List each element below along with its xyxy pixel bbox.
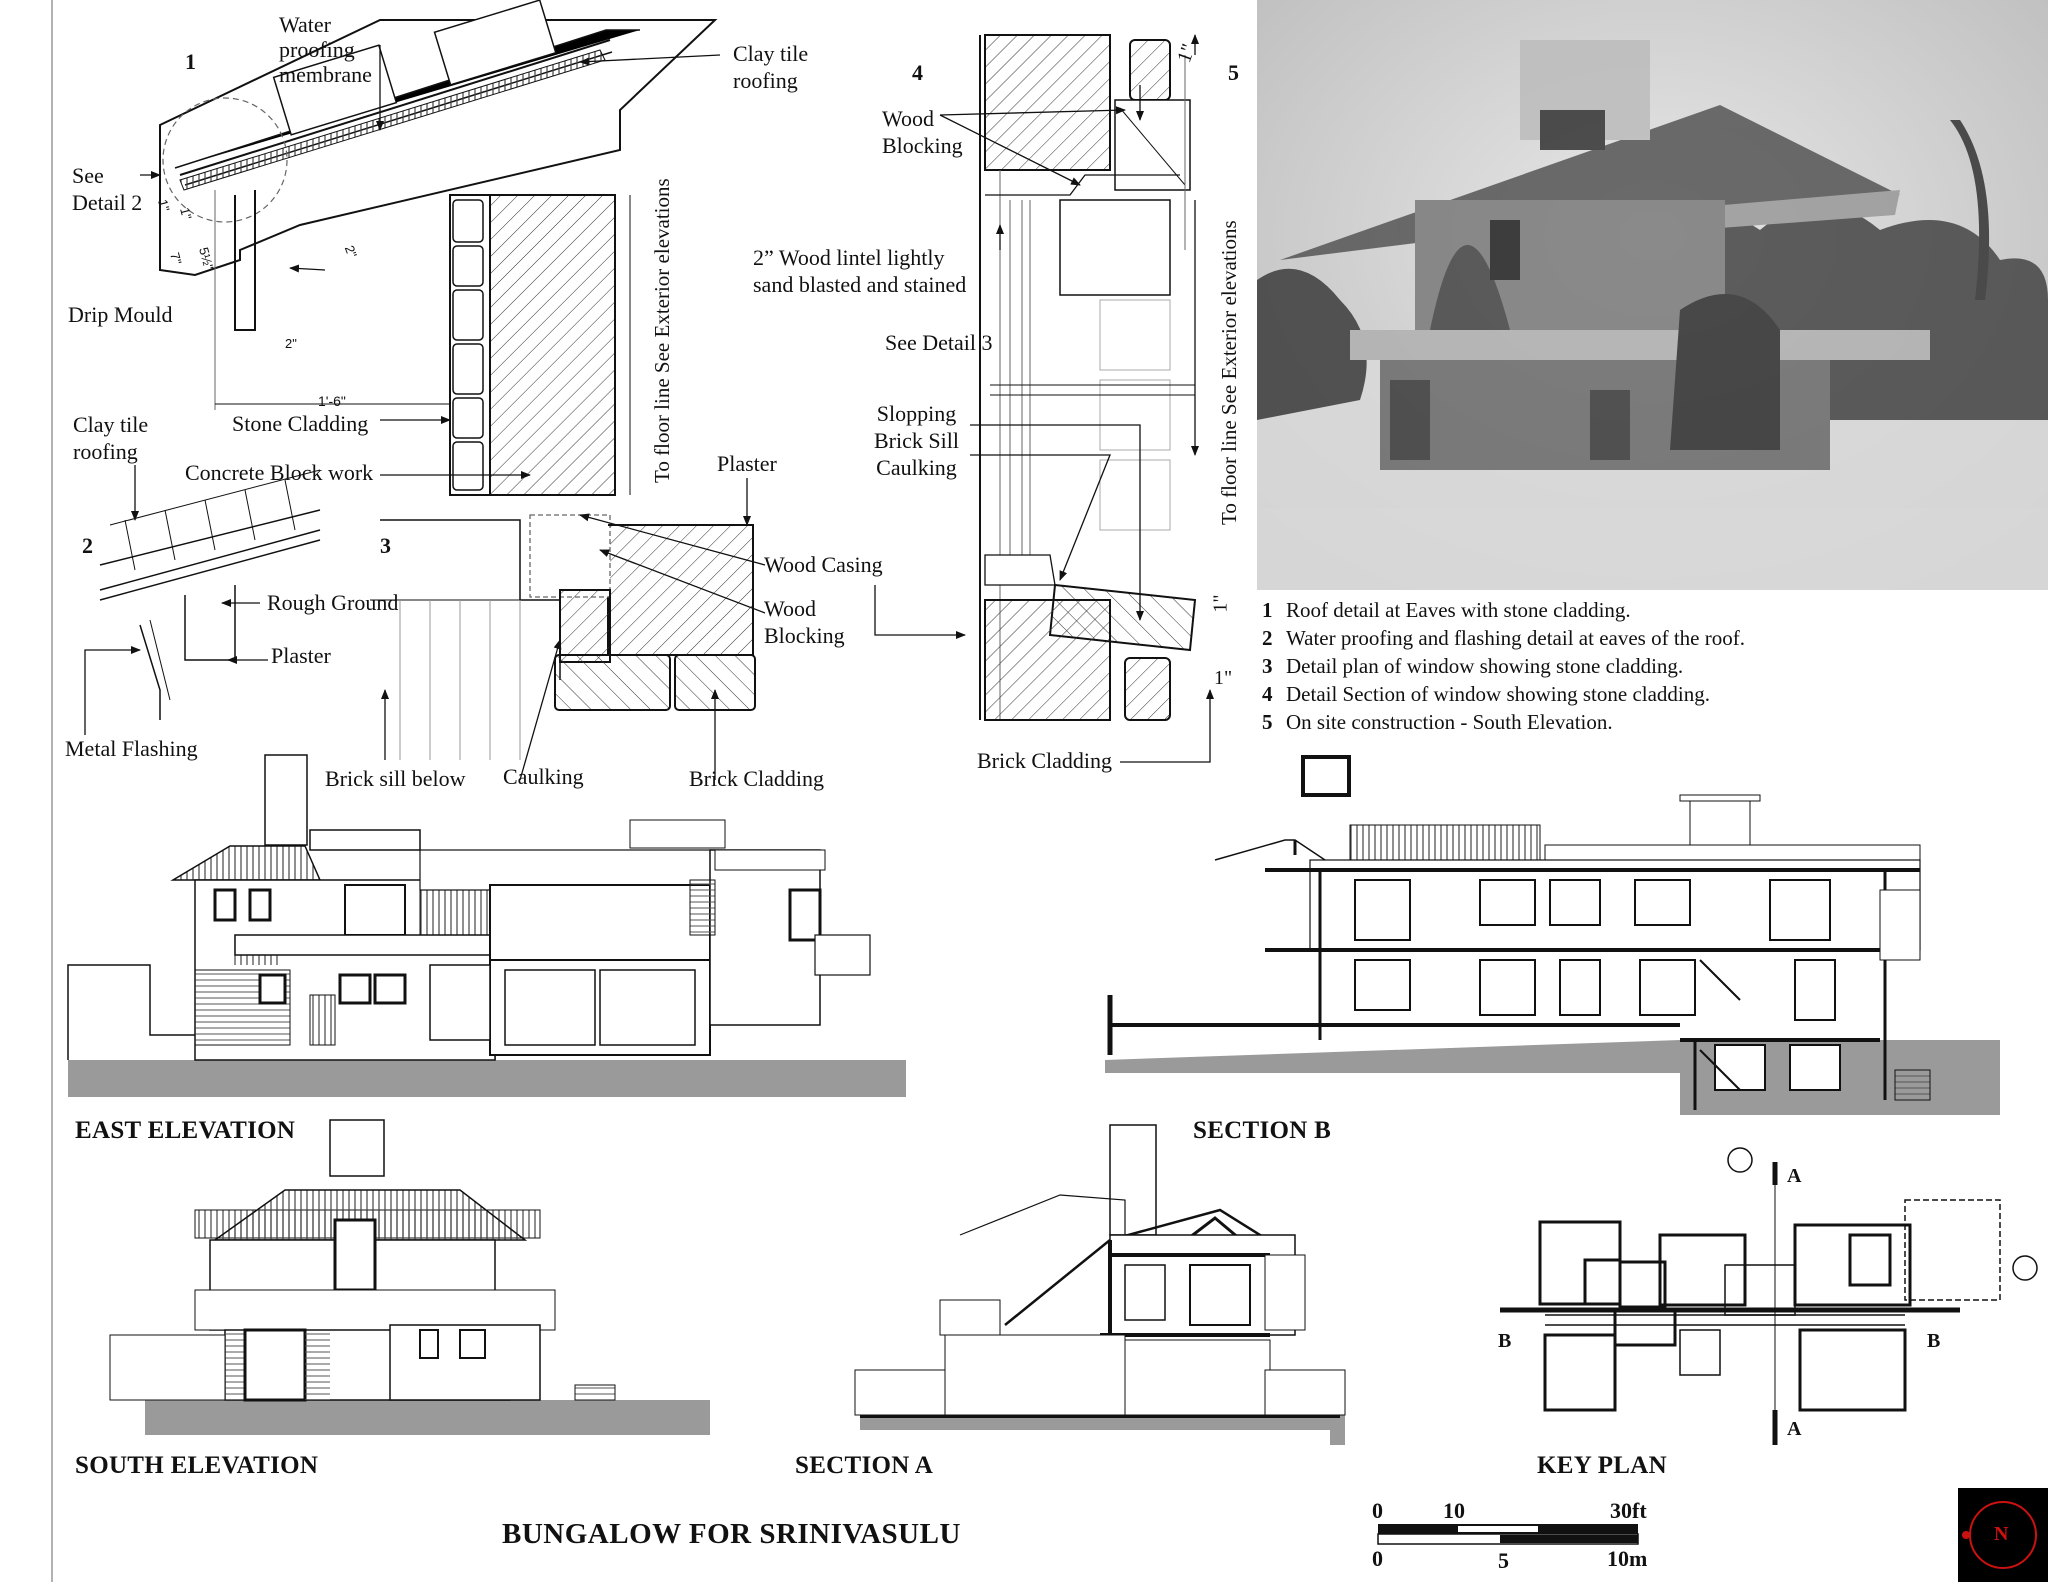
north-arrow	[1958, 1488, 2048, 1582]
detail-2-flashing	[84, 465, 321, 735]
north-label: N	[1994, 1523, 2009, 1545]
section-mark-a-top: A	[1787, 1165, 1802, 1187]
site-photo	[1257, 0, 2048, 590]
detail-number-1: 1	[185, 49, 196, 74]
label-stone-cladding: Stone Cladding	[232, 411, 369, 436]
label-wood-blocking-4: Wood Blocking	[882, 105, 963, 159]
detail-number-5: 5	[1228, 60, 1239, 85]
label-floor-line-1: To floor line See Exterior elevations	[650, 178, 674, 483]
detail-number-3: 3	[380, 533, 391, 558]
label-brick-cladding-4: Brick Cladding	[977, 748, 1113, 773]
label-water-proofing: Water proofing membrane	[279, 12, 372, 87]
south-elevation-drawing	[109, 1119, 710, 1435]
label-concrete-block: Concrete Block work	[185, 460, 374, 485]
legend-text: Detail plan of window showing stone clad…	[1286, 654, 1684, 678]
legend-text: Roof detail at Eaves with stone cladding…	[1286, 598, 1631, 622]
label-line: Detail 2	[72, 190, 143, 215]
label-line: 2” Wood lintel lightly	[753, 245, 945, 270]
section-mark-a-bottom: A	[1787, 1418, 1802, 1440]
dimension-1-6: 1'-6"	[318, 393, 346, 409]
label-plaster-2: Plaster	[271, 643, 331, 668]
scale-m-0: 0	[1372, 1546, 1383, 1571]
label-wood-blocking-3: Wood Blocking	[764, 595, 845, 649]
label-clay-tile-roofing-2: Clay tile roofing	[73, 411, 148, 465]
legend-number: 5	[1262, 710, 1273, 734]
scale-ft-0: 0	[1372, 1498, 1383, 1523]
legend-item: 2 Water proofing and flashing detail at e…	[1262, 624, 1745, 652]
label-floor-line-4: To floor line See Exterior elevations	[1217, 220, 1241, 525]
section-mark-b-left: B	[1498, 1330, 1512, 1352]
label-line: Brick Sill	[874, 428, 959, 453]
legend-number: 1	[1262, 598, 1273, 622]
detail-1-eaves	[140, 0, 721, 496]
legend-number: 2	[1262, 626, 1273, 650]
key-plan-drawing	[1500, 1147, 2038, 1445]
label-line: Clay tile	[733, 41, 809, 66]
label-brick-sill-below: Brick sill below	[325, 766, 466, 791]
label-line: membrane	[279, 62, 372, 87]
label-clay-tile-roofing: Clay tile roofing	[733, 40, 808, 94]
label-metal-flashing: Metal Flashing	[65, 736, 198, 761]
legend-text: Water proofing and flashing detail at ea…	[1286, 626, 1745, 650]
label-line: Caulking	[876, 455, 957, 480]
detail-legend: 1 Roof detail at Eaves with stone claddin…	[1262, 596, 1745, 736]
title-east-elevation: EAST ELEVATION	[75, 1117, 296, 1144]
title-section-a: SECTION A	[795, 1452, 934, 1479]
label-line: Slopping	[876, 401, 957, 426]
legend-text: Detail Section of window showing stone c…	[1286, 682, 1711, 706]
label-drip-mould: Drip Mould	[68, 302, 173, 327]
label-line: roofing	[73, 439, 138, 464]
label-rough-ground: Rough Ground	[267, 590, 399, 615]
label-wood-casing: Wood Casing	[764, 552, 883, 577]
title-key-plan: KEY PLAN	[1537, 1452, 1667, 1479]
detail-3-window-plan	[370, 478, 766, 781]
sheet-title: BUNGALOW FOR SRINIVASULU	[502, 1518, 961, 1550]
label-see-detail-3: See Detail 3	[885, 330, 993, 355]
detail-number-2: 2	[82, 533, 93, 558]
scale-ft-10: 10	[1443, 1498, 1465, 1523]
label-wood-lintel: 2” Wood lintel lightly sand blasted and …	[753, 244, 966, 298]
label-caulking-3: Caulking	[503, 764, 584, 789]
section-b-drawing	[1105, 755, 2000, 1115]
label-line: roofing	[733, 68, 798, 93]
label-line: Wood	[882, 106, 935, 131]
scale-bar	[1377, 1524, 1639, 1545]
legend-number: 3	[1262, 654, 1273, 678]
legend-item: 4 Detail Section of window showing stone …	[1262, 680, 1745, 708]
dimension-2: 2"	[285, 336, 297, 351]
label-line: Wood	[764, 596, 817, 621]
legend-number: 4	[1262, 682, 1273, 706]
title-section-b: SECTION B	[1193, 1117, 1332, 1144]
label-see-detail-2: See Detail 2	[72, 162, 142, 216]
legend-item: 5 On site construction - South Elevation.	[1262, 708, 1745, 736]
section-mark-b-right: B	[1927, 1330, 1941, 1352]
label-line: proofing	[279, 37, 355, 62]
legend-text: On site construction - South Elevation.	[1286, 710, 1613, 734]
scale-m-5: 5	[1498, 1548, 1509, 1573]
dimension-1-bottom: 1"	[1214, 667, 1233, 689]
label-line: Water	[279, 12, 331, 37]
label-line: Blocking	[882, 133, 963, 158]
section-a-drawing	[854, 1124, 1346, 1445]
east-elevation-drawing	[67, 754, 906, 1097]
label-line: Blocking	[764, 623, 845, 648]
detail-4-window-section	[874, 34, 1214, 763]
label-plaster-3: Plaster	[717, 451, 777, 476]
title-south-elevation: SOUTH ELEVATION	[75, 1452, 319, 1479]
label-sloping-brick-sill: Slopping Brick Sill Caulking	[874, 400, 959, 481]
scale-ft-30: 30ft	[1610, 1498, 1647, 1523]
label-brick-cladding-3: Brick Cladding	[689, 766, 825, 791]
detail-number-4: 4	[912, 60, 923, 85]
dimension-1-mid: 1"	[1209, 594, 1232, 613]
label-line: sand blasted and stained	[753, 272, 967, 297]
legend-item: 3 Detail plan of window showing stone cla…	[1262, 652, 1745, 680]
legend-item: 1 Roof detail at Eaves with stone claddin…	[1262, 596, 1745, 624]
scale-m-10: 10m	[1607, 1546, 1648, 1571]
label-line: See	[72, 163, 104, 188]
label-line: Clay tile	[73, 412, 149, 437]
